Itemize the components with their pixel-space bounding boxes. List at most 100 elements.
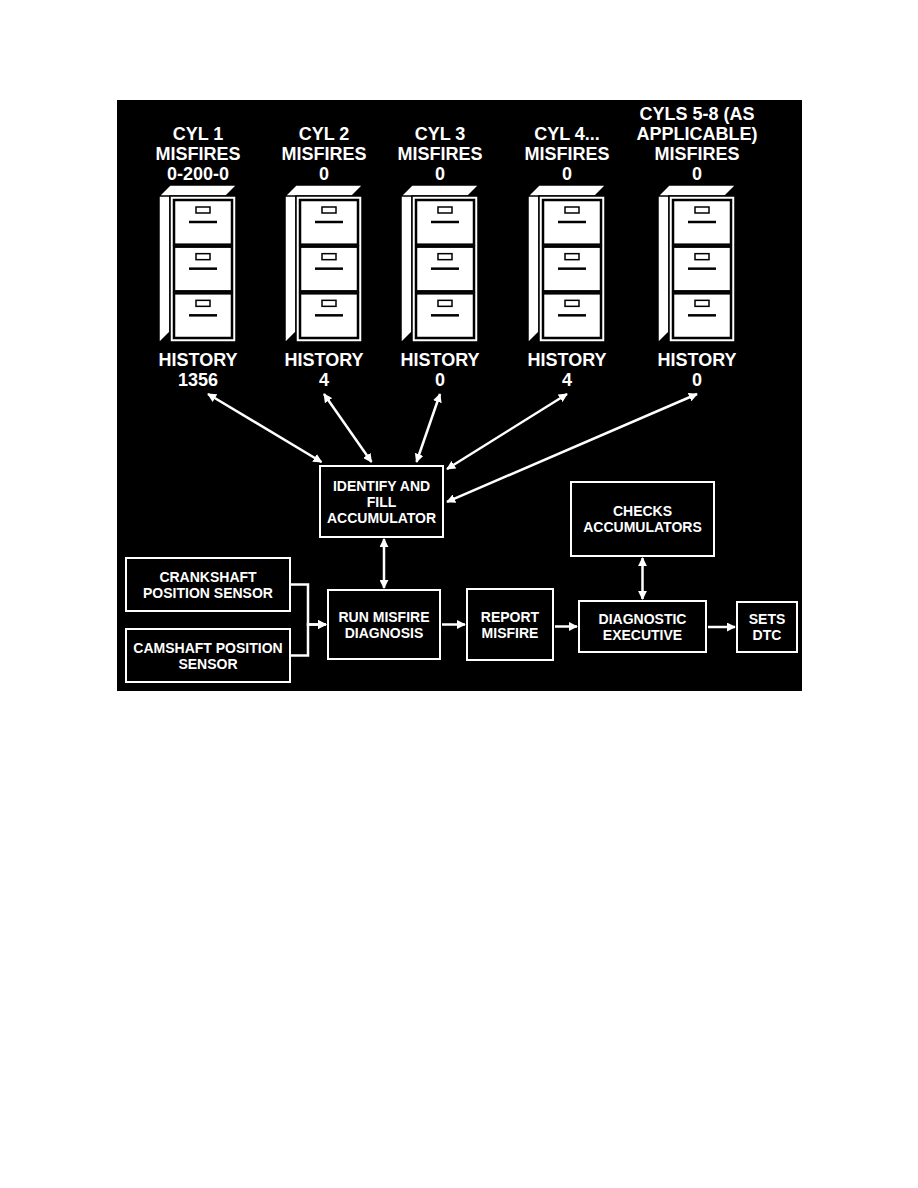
drawer-label-slot [565,207,579,213]
misfire-count: 0 [319,164,329,184]
flow-arrow [383,539,386,588]
drawer-handle [315,221,343,224]
file-cabinet [284,184,364,344]
flow-arrow [708,626,735,629]
cylinder-label: CYL 4... MISFIRES [517,124,617,164]
cabinet-side [159,185,170,343]
process-box: REPORT MISFIRE [466,588,554,661]
cylinder-heading: CYLS 5-8 (AS APPLICABLE) MISFIRES0 [622,100,772,184]
cabinet-front [296,196,362,342]
cylinder-label: CYL 2 MISFIRES [274,124,374,164]
drawer [543,200,601,245]
flow-arrow [641,558,644,599]
file-cabinet [527,184,607,344]
cylinder-file: CYL 4... MISFIRES0HISTORY4 [512,100,622,390]
drawer-handle [189,314,217,317]
history-label: HISTORY [527,350,606,370]
drawer [543,247,601,292]
drawer-label-slot [695,207,709,213]
drawer-label-slot [565,254,579,260]
drawer-label-slot [695,254,709,260]
misfire-count: 0 [562,164,572,184]
drawer-handle [189,221,217,224]
history-block: HISTORY0 [400,350,479,390]
process-box: CHECKS ACCUMULATORS [570,481,715,557]
drawer-handle [315,267,343,270]
cylinder-file: CYL 3 MISFIRES0HISTORY0 [384,100,496,390]
cabinet-top [285,185,363,196]
history-count: 0 [692,370,702,390]
drawer-label-slot [196,254,210,260]
box-label: CHECKS ACCUMULATORS [578,503,707,535]
drawer [416,200,474,245]
box-label: DIAGNOSTIC EXECUTIVE [586,611,699,643]
drawer [300,293,358,338]
drawer-handle [558,221,586,224]
drawer-label-slot [695,300,709,306]
drawer [543,293,601,338]
misfire-count: 0-200-0 [167,164,229,184]
cylinder-file: CYLS 5-8 (AS APPLICABLE) MISFIRES0HISTOR… [621,100,773,390]
cabinet-top [658,185,736,196]
box-label: CRANKSHAFT POSITION SENSOR [133,569,283,601]
history-label: HISTORY [158,350,237,370]
drawer-handle [431,221,459,224]
drawer-label-slot [196,300,210,306]
misfire-count: 0 [435,164,445,184]
drawer-handle [189,267,217,270]
cabinet-side [658,185,669,343]
history-label: HISTORY [284,350,363,370]
drawer [416,247,474,292]
cylinder-heading: CYL 2 MISFIRES0 [274,100,374,184]
box-label: REPORT MISFIRE [474,609,546,641]
sensor-box: CRANKSHAFT POSITION SENSOR [125,557,291,612]
process-box: IDENTIFY AND FILL ACCUMULATOR [319,465,444,538]
flow-arrow [417,394,441,462]
cabinet-side [285,185,296,343]
cylinder-heading: CYL 3 MISFIRES0 [390,100,490,184]
history-count: 1356 [178,370,218,390]
cabinet-front [669,196,735,342]
history-block: HISTORY4 [284,350,363,390]
output-box: SETS DTC [736,601,798,653]
drawer-label-slot [438,254,452,260]
cylinder-file: CYL 1 MISFIRES0-200-0HISTORY1356 [136,100,260,390]
flow-arrow [555,625,577,628]
history-block: HISTORY4 [527,350,606,390]
box-label: CAMSHAFT POSITION SENSOR [133,640,283,672]
drawer [174,293,232,338]
drawer-label-slot [322,254,336,260]
history-count: 4 [562,370,572,390]
drawer [300,247,358,292]
cabinet-side [528,185,539,343]
box-label: RUN MISFIRE DIAGNOSIS [335,609,433,641]
drawer [673,247,731,292]
history-block: HISTORY0 [657,350,736,390]
cylinder-label: CYL 3 MISFIRES [390,124,490,164]
drawer-handle [431,267,459,270]
cylinder-file: CYL 2 MISFIRES0HISTORY4 [268,100,380,390]
cabinet-top [159,185,237,196]
drawer [174,200,232,245]
drawer [673,200,731,245]
flow-arrow [324,394,372,462]
history-block: HISTORY1356 [158,350,237,390]
cylinder-label: CYLS 5-8 (AS APPLICABLE) MISFIRES [622,104,772,164]
flow-arrow [442,623,465,626]
cabinet-top [528,185,606,196]
drawer-label-slot [322,207,336,213]
file-cabinet [657,184,737,344]
file-cabinet [400,184,480,344]
black-panel [117,100,802,691]
drawer [174,247,232,292]
cylinder-label: CYL 1 MISFIRES [142,124,254,164]
drawer-handle [688,267,716,270]
drawer-label-slot [322,300,336,306]
history-label: HISTORY [400,350,479,370]
drawer-handle [558,267,586,270]
drawer-handle [688,221,716,224]
cabinet-front [539,196,605,342]
process-box: DIAGNOSTIC EXECUTIVE [578,600,707,653]
drawer-label-slot [438,207,452,213]
sensor-box: CAMSHAFT POSITION SENSOR [125,628,291,683]
